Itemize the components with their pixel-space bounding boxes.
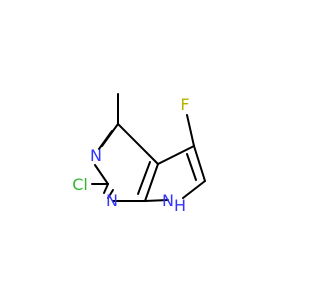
atom-label-cl: Cl <box>72 175 88 194</box>
bond-c5-f <box>186 114 195 147</box>
bond-n7-c7a <box>144 199 169 202</box>
bond-c2-n1-inner <box>107 189 114 199</box>
atom-label-f: F <box>180 95 189 114</box>
bond-c5-c6-inner <box>186 153 197 181</box>
bond-c5-c6 <box>193 145 206 182</box>
bond-n3-c2 <box>94 164 109 185</box>
bond-c6-n7 <box>182 180 206 199</box>
bond-layer <box>91 93 206 202</box>
bond-c2-n1 <box>103 183 109 194</box>
atom-label-n1: N <box>106 191 118 210</box>
atom-label-nh-h: H <box>174 196 186 215</box>
bond-c4a-c5 <box>157 145 195 165</box>
atom-label-n3: N <box>90 146 102 165</box>
bond-c7a-c4a-inner <box>137 161 151 195</box>
molecule-structure: N N N H F Cl <box>0 0 300 300</box>
bond-c7a-c4a <box>144 163 159 202</box>
atom-label-nh-n: N <box>162 191 174 210</box>
bond-c4a-c4 <box>117 123 159 165</box>
canvas-background <box>0 0 300 300</box>
bond-c4-n3-inner <box>98 130 113 150</box>
atom-label-layer: N N N H F Cl <box>72 95 189 215</box>
